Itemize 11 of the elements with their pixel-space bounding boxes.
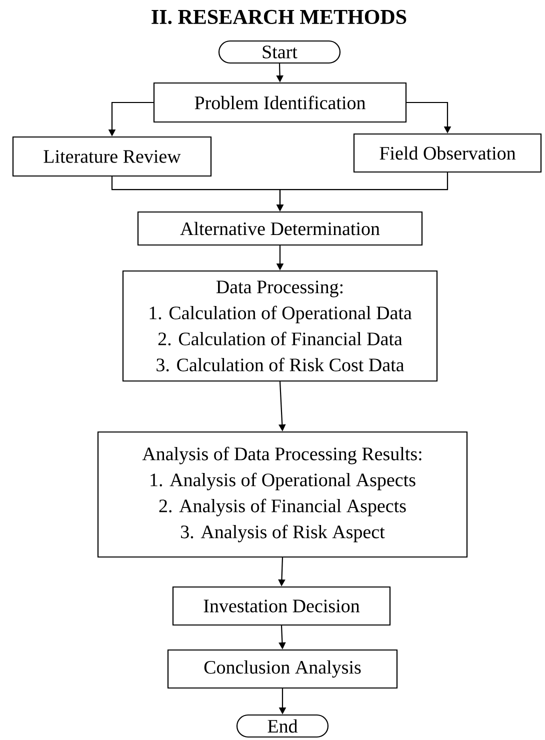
- title: II. RESEARCH METHODS: [152, 10, 406, 24]
- terminal-box: End: [236, 714, 329, 738]
- terminal-box: Start: [218, 40, 341, 64]
- process-box: Data Processing: 1. Calculation of Operational Data 2. Calculation of Financial Data 3. Calculation of Risk Cost Data: [122, 270, 438, 382]
- process-box: Investation Decision: [172, 586, 391, 626]
- process-box: Field Observation: [353, 133, 542, 173]
- process-box: Conclusion Analysis: [167, 649, 398, 689]
- process-box: Analysis of Data Processing Results: 1. Analysis of Operational Aspects 2. Analysis of Financial Aspects 3. Analysis of Risk Aspect: [97, 431, 468, 558]
- process-box: Alternative Determination: [137, 211, 423, 246]
- process-box: Problem Identification: [153, 82, 407, 123]
- process-box: Literature Review: [12, 136, 212, 177]
